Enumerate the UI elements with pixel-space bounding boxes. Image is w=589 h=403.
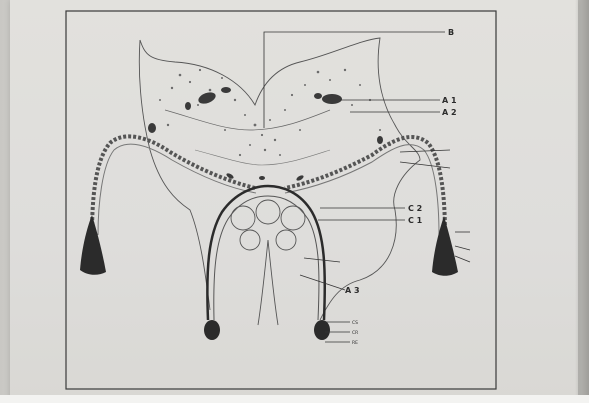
label-a2: A 2: [442, 108, 457, 117]
central-outline: [139, 38, 420, 320]
left-tract: [92, 136, 255, 235]
label-cs: CS: [352, 320, 358, 326]
label-b: B: [448, 28, 454, 37]
label-c1: C 1: [408, 216, 423, 225]
inner-curve-upper: [165, 110, 330, 130]
right-bulb: [432, 216, 458, 276]
left-tract-edge: [98, 144, 256, 235]
label-re: RE: [352, 340, 358, 346]
label-cr: CR: [352, 330, 358, 336]
left-bulb: [80, 215, 106, 275]
dark-cells: [148, 87, 383, 182]
label-c2: C 2: [408, 204, 422, 213]
central-stalk: [258, 240, 278, 325]
diagram-frame: [66, 11, 496, 389]
dot-cluster: [159, 69, 391, 156]
central-arch: [207, 186, 324, 320]
inner-curve-lower: [195, 150, 330, 165]
lower-nuclei: [204, 320, 330, 340]
label-a3: A 3: [345, 286, 360, 295]
label-a1: A 1: [442, 96, 457, 105]
